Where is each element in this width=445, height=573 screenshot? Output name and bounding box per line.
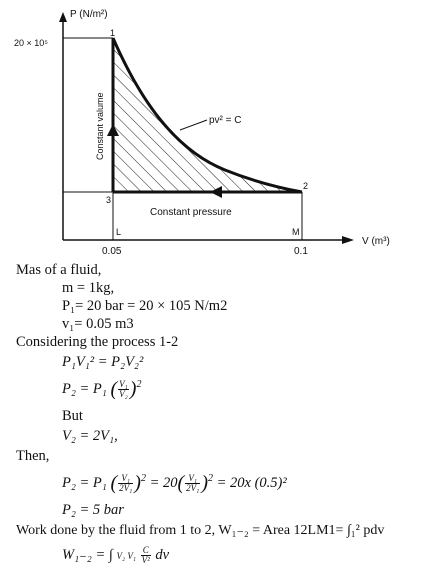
p2-substitution-start: P₂ = P₁ <box>62 474 107 491</box>
point-M-label: M <box>292 227 300 237</box>
x-axis-arrow <box>342 236 354 244</box>
p2-substitution-end: = 20x (0.5)² <box>216 474 287 491</box>
mass-value: m = 1kg, <box>62 280 115 296</box>
y-axis-arrow <box>59 12 67 22</box>
hatched-area <box>113 38 302 192</box>
x-axis-label: V (m³) <box>362 236 390 247</box>
left-arrow <box>210 186 222 198</box>
x-tick-0-1: 0.1 <box>294 246 308 257</box>
process-equation: P₁V₁² = P₂V₂² <box>62 354 144 370</box>
p2-substitution-mid: = 20 <box>149 474 178 491</box>
point-L-label: L <box>116 227 121 237</box>
point-2-label: 2 <box>303 181 308 191</box>
up-arrow <box>107 124 119 136</box>
curve-label-pointer <box>179 119 208 131</box>
pv-diagram: P (N/m²) 20 × 10⁵ V (m³) 0.05 0.1 1 2 3 … <box>14 9 390 257</box>
volume-v1: v₁= 0.05 m3 <box>62 316 134 332</box>
work-done-statement: Work done by the fluid from 1 to 2, W₁₋₂… <box>16 523 385 538</box>
but-label: But <box>62 408 83 424</box>
y-axis-label: P (N/m²) <box>70 9 108 20</box>
y-tick-label: 20 × 10⁵ <box>14 38 48 48</box>
work-integral-lhs: W₁₋₂ = ∫ <box>62 546 113 563</box>
curve-equation-label: pv² = C <box>209 115 242 126</box>
constant-pressure-label: Constant pressure <box>150 207 232 218</box>
work-integral-rhs: dv <box>155 546 170 563</box>
process-heading: Considering the process 1-2 <box>16 334 179 350</box>
p2-result: P₂ = 5 bar <box>62 502 124 518</box>
v2-relation: V₂ = 2V₁, <box>62 428 118 444</box>
pressure-p1: P₁= 20 bar = 20 × 105 N/m2 <box>62 298 228 314</box>
x-tick-0-05: 0.05 <box>102 246 122 257</box>
then-label: Then, <box>16 448 50 464</box>
integral-limits: V₂ V₁ <box>116 550 136 561</box>
constant-volume-label: Constant valume <box>95 92 105 160</box>
point-1-label: 1 <box>110 28 115 38</box>
polytropic-curve <box>111 37 303 194</box>
point-3-label: 3 <box>106 195 111 205</box>
mass-intro: Mas of a fluid, <box>16 262 102 278</box>
p2-expression-lhs: P₂ = P₁ <box>62 380 107 397</box>
